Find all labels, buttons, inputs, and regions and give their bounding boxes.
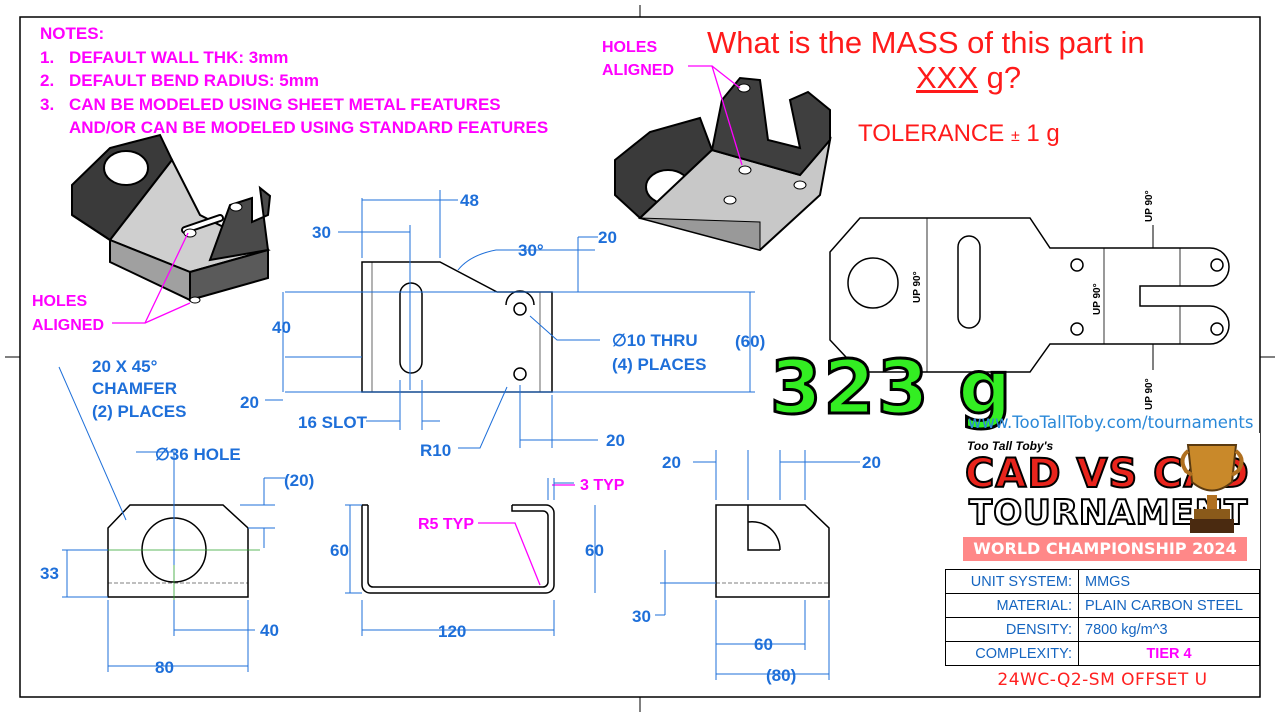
up90-label-2: UP 90° [912, 271, 923, 303]
dim-60-ref: (60) [735, 332, 765, 351]
note-3-cont: AND/OR CAN BE MODELED USING STANDARD FEA… [69, 118, 549, 137]
dim-60-side: 60 [754, 635, 773, 654]
callout-leaders [112, 65, 743, 586]
typ3-callout: 3 TYP [580, 477, 625, 494]
tournament-logo: Too Tall Toby's CAD VS CAD TOURNAMENT WO… [957, 433, 1260, 569]
trophy-icon [1180, 444, 1244, 533]
answer-mass: 323 g [768, 344, 1014, 433]
title-block: UNIT SYSTEM:MMGS MATERIAL:PLAIN CARBON S… [945, 569, 1260, 666]
title-row-complexity: COMPLEXITY:TIER 4 [945, 641, 1260, 666]
dim-60-u-right: 60 [585, 541, 604, 560]
dim-60-u-left: 60 [330, 541, 349, 560]
dim-33: 33 [40, 564, 59, 583]
dim-20-side-left: 20 [662, 453, 681, 472]
dimension-lines [58, 190, 860, 680]
notes-header: NOTES: [40, 24, 105, 43]
dim-angle-30: 30° [518, 241, 544, 260]
part-number: 24WC-Q2-SM OFFSET U [997, 670, 1208, 690]
note-2: 2.DEFAULT BEND RADIUS: 5mm [40, 71, 319, 90]
thru-callout-2: (4) PLACES [612, 355, 706, 374]
holes-aligned-right-1: HOLES [602, 39, 657, 56]
front-view [95, 490, 260, 608]
r5-callout: R5 TYP [418, 516, 474, 533]
dim-30-side: 30 [632, 607, 651, 626]
dim-48: 48 [460, 191, 479, 210]
note-1: 1.DEFAULT WALL THK: 3mm [40, 47, 289, 67]
holes-aligned-left-2: ALIGNED [32, 317, 104, 334]
dim-120: 120 [438, 622, 466, 641]
dimension-texts: 48 30 30° 20 40 (60) 20 16 SLOT R10 20 ∅… [40, 191, 881, 685]
title-row-unit: UNIT SYSTEM:MMGS [945, 569, 1260, 594]
dim-20-side-right: 20 [862, 453, 881, 472]
dim-40-front: 40 [260, 621, 279, 640]
tolerance: TOLERANCE ± 1 g [858, 120, 1060, 147]
notes-block: NOTES: 1.DEFAULT WALL THK: 3mm 2.DEFAULT… [40, 22, 548, 140]
holes-aligned-left-1: HOLES [32, 293, 87, 310]
r10-callout: R10 [420, 441, 451, 460]
chamfer-callout-3: (2) PLACES [92, 402, 186, 421]
pink-callouts: HOLES ALIGNED HOLES ALIGNED R5 TYP 3 TYP [32, 39, 674, 533]
dim-40: 40 [272, 318, 291, 337]
title-row-material: MATERIAL:PLAIN CARBON STEEL [945, 593, 1260, 618]
dim-20-right: 20 [606, 431, 625, 450]
iso-view-left [71, 133, 272, 304]
question-line-2: XXX g? [916, 60, 1022, 95]
thru-callout-1: ∅10 THRU [612, 331, 698, 350]
website-link[interactable]: www.TooTallToby.com/tournaments [968, 413, 1254, 432]
dim-80-ref: (80) [766, 666, 796, 685]
up90-label-1: UP 90° [1144, 190, 1155, 222]
dim-20-left: 20 [240, 393, 259, 412]
logo-top-text: Too Tall Toby's [967, 439, 1054, 453]
logo-line-3: WORLD CHAMPIONSHIP 2024 [963, 537, 1247, 561]
top-view [361, 261, 553, 393]
question-line-1: What is the MASS of this part in [707, 25, 1145, 60]
title-row-density: DENSITY:7800 kg/m^3 [945, 617, 1260, 642]
hole36-callout: ∅36 HOLE [155, 445, 241, 464]
up90-label-3: UP 90° [1092, 283, 1103, 315]
iso-view-right [614, 76, 832, 252]
holes-aligned-right-2: ALIGNED [602, 62, 674, 79]
slot-callout: 16 SLOT [298, 413, 368, 432]
flat-pattern [829, 217, 1230, 373]
dim-80: 80 [155, 658, 174, 677]
dim-20-ref: (20) [284, 471, 314, 490]
dim-30: 30 [312, 223, 331, 242]
note-3: 3.CAN BE MODELED USING SHEET METAL FEATU… [40, 94, 501, 114]
chamfer-callout-2: CHAMFER [92, 379, 177, 398]
u-profile-view [361, 504, 555, 594]
dim-20-top: 20 [598, 228, 617, 247]
side-view [715, 504, 830, 598]
question-xxx: XXX [916, 60, 979, 95]
up90-label-4: UP 90° [1144, 378, 1155, 410]
chamfer-callout-1: 20 X 45° [92, 357, 158, 376]
